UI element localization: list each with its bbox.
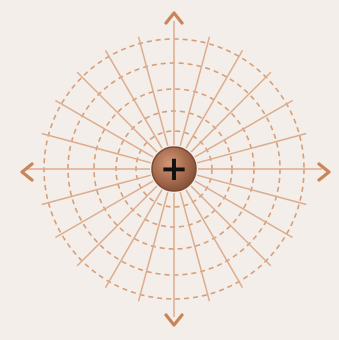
plus-sign-icon: +	[154, 149, 194, 189]
